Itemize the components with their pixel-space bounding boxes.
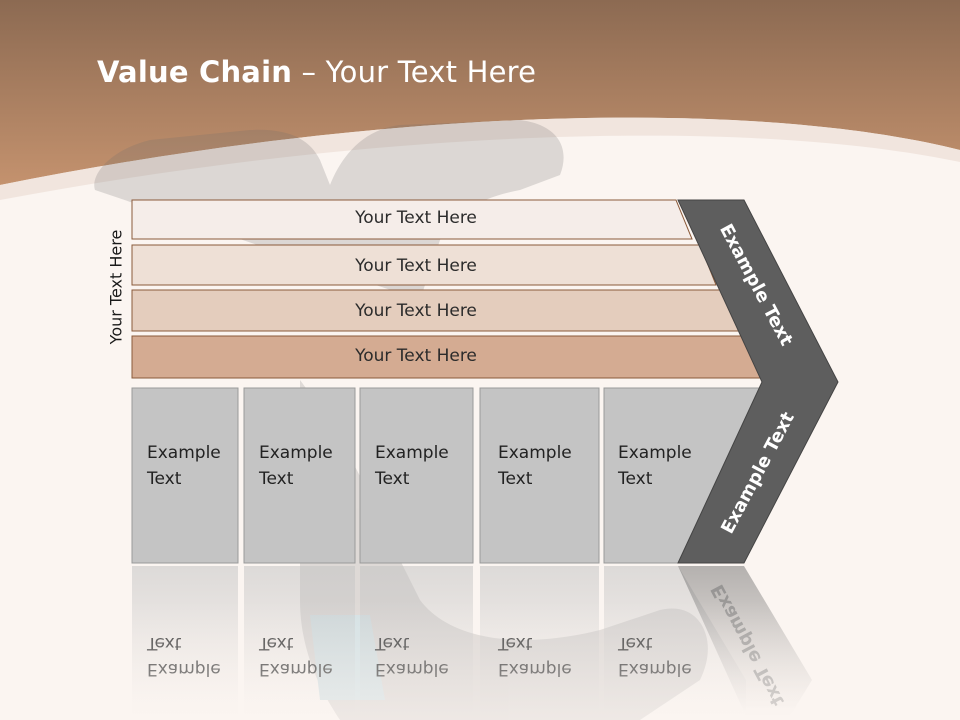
box-5-line-1: Example	[618, 443, 692, 463]
box-5-line-2: Text	[618, 469, 653, 489]
vertical-label: Your Text Here	[106, 229, 126, 345]
margin-chevron	[677, 199, 839, 564]
header-band	[0, 0, 960, 185]
row-2-label: Your Text Here	[355, 256, 477, 276]
box-1-line-2: Text	[147, 469, 182, 489]
row-4-label: Your Text Here	[355, 346, 477, 366]
activity-boxes	[131, 387, 761, 564]
header-arc-stripe	[0, 117, 960, 200]
row-1-label: Your Text Here	[355, 208, 477, 228]
title-bold: Value Chain	[97, 55, 293, 89]
row-1-bar	[131, 199, 693, 240]
box-4-line-2: Text	[498, 469, 533, 489]
slide-title: Value Chain – Your Text Here	[97, 55, 536, 89]
box-3-text: Example Text	[375, 440, 449, 492]
box-2-text: Example Text	[259, 440, 333, 492]
box-1-line-1: Example	[147, 443, 221, 463]
box-2-line-1: Example	[259, 443, 333, 463]
box-2-line-2: Text	[259, 469, 294, 489]
activity-box-4	[479, 387, 600, 564]
activity-box-1	[131, 387, 239, 564]
title-rest: – Your Text Here	[292, 55, 537, 89]
box-3-line-1: Example	[375, 443, 449, 463]
box-4-text: Example Text	[498, 440, 572, 492]
box-5-text: Example Text	[618, 440, 692, 492]
box-1-text: Example Text	[147, 440, 221, 492]
box-4-line-1: Example	[498, 443, 572, 463]
box-3-line-2: Text	[375, 469, 410, 489]
activity-box-3	[359, 387, 474, 564]
row-3-label: Your Text Here	[355, 301, 477, 321]
row-2-bar	[131, 244, 717, 286]
bottom-fade	[0, 600, 960, 720]
activity-box-2	[243, 387, 356, 564]
